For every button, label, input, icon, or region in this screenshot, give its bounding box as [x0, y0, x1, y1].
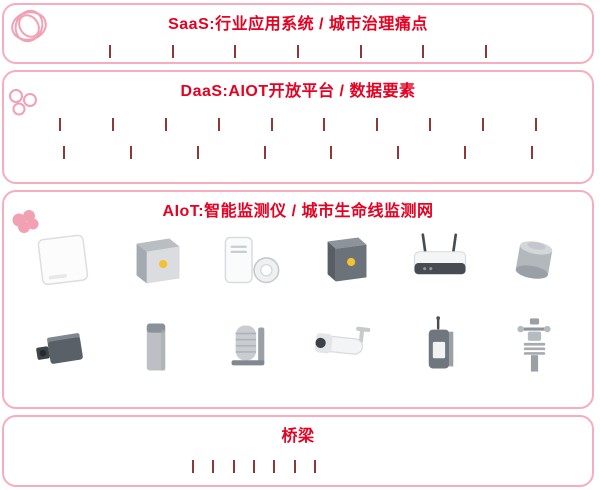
tick-mark: [359, 45, 362, 58]
scribble-circle-doodle-icon: [11, 9, 47, 43]
aiot-title: AIoT:智能监测仪 / 城市生命线监测网: [162, 203, 434, 220]
bridge-title: 桥梁: [281, 428, 315, 445]
tick-mark: [313, 460, 316, 473]
tick-mark: [270, 118, 273, 131]
tick-mark: [484, 45, 487, 58]
flower-doodle-icon: [12, 210, 39, 233]
aiot-device-row-1: [4, 229, 592, 293]
tick-mark: [217, 118, 220, 131]
tick-mark: [482, 118, 484, 131]
air-quality-monitor-icon: [207, 229, 295, 293]
section-daas: DaaS:AIOT开放平台 / 数据要素: [2, 70, 594, 184]
strobe-alarm-icon: [207, 315, 295, 379]
tick-mark: [129, 146, 132, 159]
tick-mark: [397, 146, 400, 159]
tick-mark: [376, 118, 379, 131]
tick-mark: [164, 118, 167, 131]
weather-station-icon: [490, 315, 578, 379]
tick-mark: [212, 460, 215, 473]
tick-mark: [263, 146, 266, 159]
daas-tick-row-1: [59, 118, 537, 131]
daas-tick-row-2: [63, 146, 533, 159]
tick-mark: [234, 45, 237, 58]
tick-mark: [171, 45, 174, 58]
pole-gateway-icon: [396, 315, 484, 379]
tick-mark: [109, 45, 111, 58]
circles-doodle-icon: [9, 89, 37, 116]
tick-mark: [330, 146, 333, 159]
vibration-sensor-icon: [112, 229, 200, 293]
tick-mark: [296, 45, 299, 58]
tick-mark: [464, 146, 467, 159]
bridge-tick-row: [192, 460, 316, 473]
tick-mark: [63, 146, 65, 159]
tick-mark: [422, 45, 425, 58]
column-sensor-icon: [112, 315, 200, 379]
section-saas: SaaS:行业应用系统 / 城市治理痛点: [2, 3, 594, 64]
tick-mark: [323, 118, 326, 131]
saas-tick-row: [109, 45, 487, 58]
tick-mark: [534, 118, 537, 131]
tick-mark: [192, 460, 194, 473]
tick-mark: [252, 460, 255, 473]
tick-mark: [530, 146, 533, 159]
wireless-router-icon: [396, 229, 484, 293]
section-aiot: AIoT:智能监测仪 / 城市生命线监测网: [2, 190, 594, 409]
aiot-device-row-2: [4, 315, 592, 379]
tick-mark: [196, 146, 199, 159]
dark-vibration-sensor-icon: [301, 229, 389, 293]
tick-mark: [59, 118, 61, 131]
white-gateway-box-icon: [18, 229, 106, 293]
tick-mark: [429, 118, 432, 131]
cylindrical-sensor-icon: [490, 229, 578, 293]
section-bridge: 桥梁: [2, 415, 594, 487]
daas-title: DaaS:AIOT开放平台 / 数据要素: [180, 83, 416, 100]
tick-mark: [273, 460, 276, 473]
saas-title: SaaS:行业应用系统 / 城市治理痛点: [168, 16, 428, 33]
tick-mark: [111, 118, 114, 131]
camera-module-icon: [18, 315, 106, 379]
bullet-camera-icon: [301, 315, 389, 379]
tick-mark: [232, 460, 235, 473]
tick-mark: [293, 460, 296, 473]
